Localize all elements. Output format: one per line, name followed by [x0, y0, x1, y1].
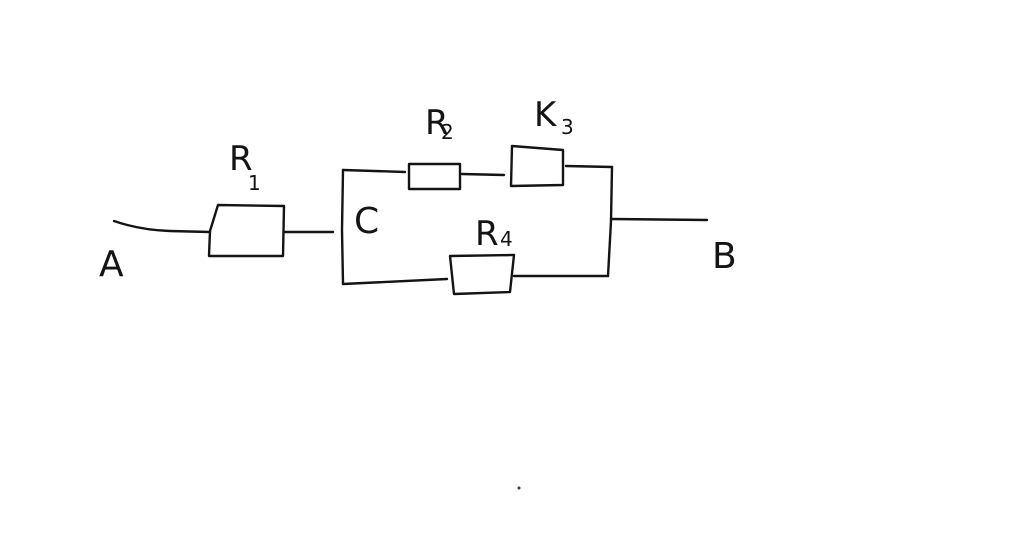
resistor-r2-letter: R: [425, 103, 449, 143]
node-c-label: C: [354, 201, 379, 242]
wire-a-to-r1: [112, 219, 212, 234]
resistor-r4-body: [448, 253, 516, 296]
node-a-label: A: [99, 244, 124, 285]
resistor-k3-subscript: 3: [561, 115, 574, 139]
resistor-r4-subscript: 4: [500, 227, 513, 251]
wire-c-to-r4: [341, 277, 449, 286]
wire-k3-to-right-rail: [564, 164, 614, 169]
wire-c-to-r2: [341, 168, 407, 174]
resistor-r2-subscript: 2: [441, 120, 454, 144]
resistor-r4-letter: R: [475, 214, 499, 254]
right-rail: [606, 165, 614, 278]
stray-dot: [517, 486, 521, 490]
resistor-r1-body: [207, 203, 286, 258]
wire-r2-to-k3: [460, 172, 506, 177]
resistor-k3-body: [509, 144, 565, 188]
wire-to-b: [609, 217, 709, 222]
resistor-r1-letter: R: [229, 139, 253, 179]
resistor-k3-letter: K: [534, 95, 558, 135]
resistor-r2-body: [407, 162, 462, 191]
node-b-label: B: [712, 236, 737, 277]
junction-c-rail: [340, 168, 345, 286]
resistor-r1-subscript: 1: [248, 171, 261, 195]
